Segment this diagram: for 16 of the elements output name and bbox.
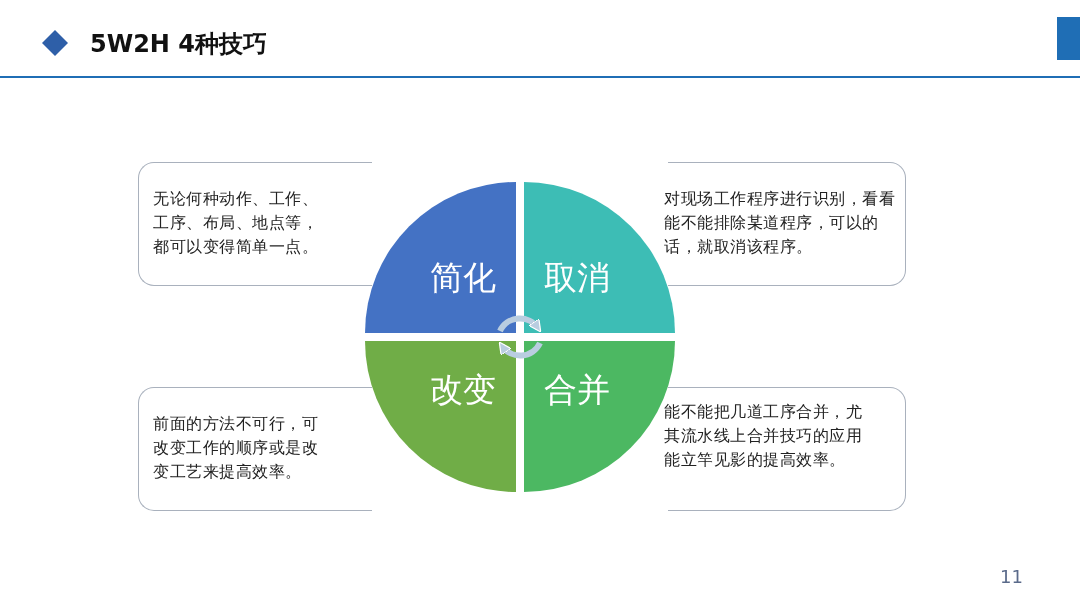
text-card (138, 162, 372, 286)
sector-label: 简化 (430, 256, 496, 299)
slide-title: 5W2H 4种技巧 (90, 29, 267, 60)
sector-label: 改变 (430, 368, 496, 411)
cycle-arrow (498, 341, 543, 359)
description-text: 前面的方法不可行，可改变工作的顺序或是改变工艺来提高效率。 (153, 413, 319, 483)
description-text: 无论何种动作、工作、工序、布局、地点等，都可以变得简单一点。 (153, 188, 319, 258)
page-number: 11 (1000, 566, 1023, 587)
quadrant-sector (365, 182, 516, 333)
quadrant-sector (365, 341, 516, 492)
sector-label: 合并 (544, 368, 610, 411)
description-text: 能不能把几道工序合并，尤其流水线上合并技巧的应用能立竿见影的提高效率。 (664, 401, 863, 471)
description-text: 对现场工作程序进行识别，看看能不能排除某道程序，可以的话，就取消该程序。 (664, 188, 896, 258)
text-card (138, 387, 372, 511)
sector-label: 取消 (544, 256, 610, 299)
cycle-arrow (497, 315, 542, 333)
